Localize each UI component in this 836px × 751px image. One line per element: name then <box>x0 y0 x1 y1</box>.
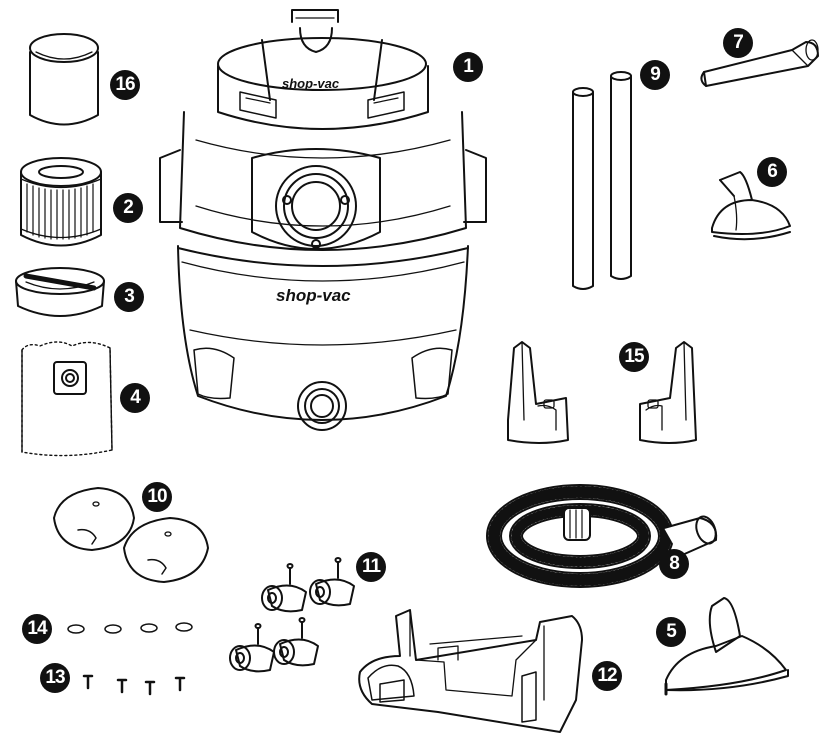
part-number-badge-5: 5 <box>656 617 686 647</box>
screws-illustration <box>82 674 186 696</box>
brand-logo-tank: shop-vac <box>276 286 351 305</box>
cartridge-filter-illustration <box>20 157 102 247</box>
foam-sleeve-illustration <box>29 33 99 126</box>
filter-lid-illustration <box>15 267 105 317</box>
part-number-badge-11: 11 <box>356 552 386 582</box>
utility-nozzle-illustration <box>711 171 791 241</box>
part-number-badge-16: 16 <box>110 70 140 100</box>
part-number-badge-14: 14 <box>22 614 52 644</box>
casters-illustration <box>229 557 355 673</box>
part-number-badge-15: 15 <box>619 342 649 372</box>
part-number-badge-2: 2 <box>113 193 143 223</box>
part-number-badge-9: 9 <box>640 60 670 90</box>
part-number-badge-12: 12 <box>592 661 622 691</box>
hose-illustration <box>486 484 718 588</box>
part-number-badge-4: 4 <box>120 383 150 413</box>
caddy-illustration <box>358 609 583 733</box>
part-number-badge-6: 6 <box>757 157 787 187</box>
part-number-badge-3: 3 <box>114 282 144 312</box>
part-number-badge-1: 1 <box>453 52 483 82</box>
vacuum-body-illustration <box>159 9 487 431</box>
accessory-holders-illustration <box>507 341 697 444</box>
part-number-badge-7: 7 <box>723 28 753 58</box>
caster-feet-illustration <box>53 487 209 583</box>
collection-bag-illustration <box>21 341 113 457</box>
part-number-badge-10: 10 <box>142 482 172 512</box>
crevice-tool-illustration <box>700 39 819 87</box>
part-number-badge-13: 13 <box>40 663 70 693</box>
extension-wands-illustration <box>572 71 632 290</box>
floor-nozzle-illustration <box>664 597 789 696</box>
part-number-badge-8: 8 <box>659 549 689 579</box>
washers-illustration <box>67 622 193 634</box>
brand-logo-lid: shop-vac <box>282 76 340 91</box>
